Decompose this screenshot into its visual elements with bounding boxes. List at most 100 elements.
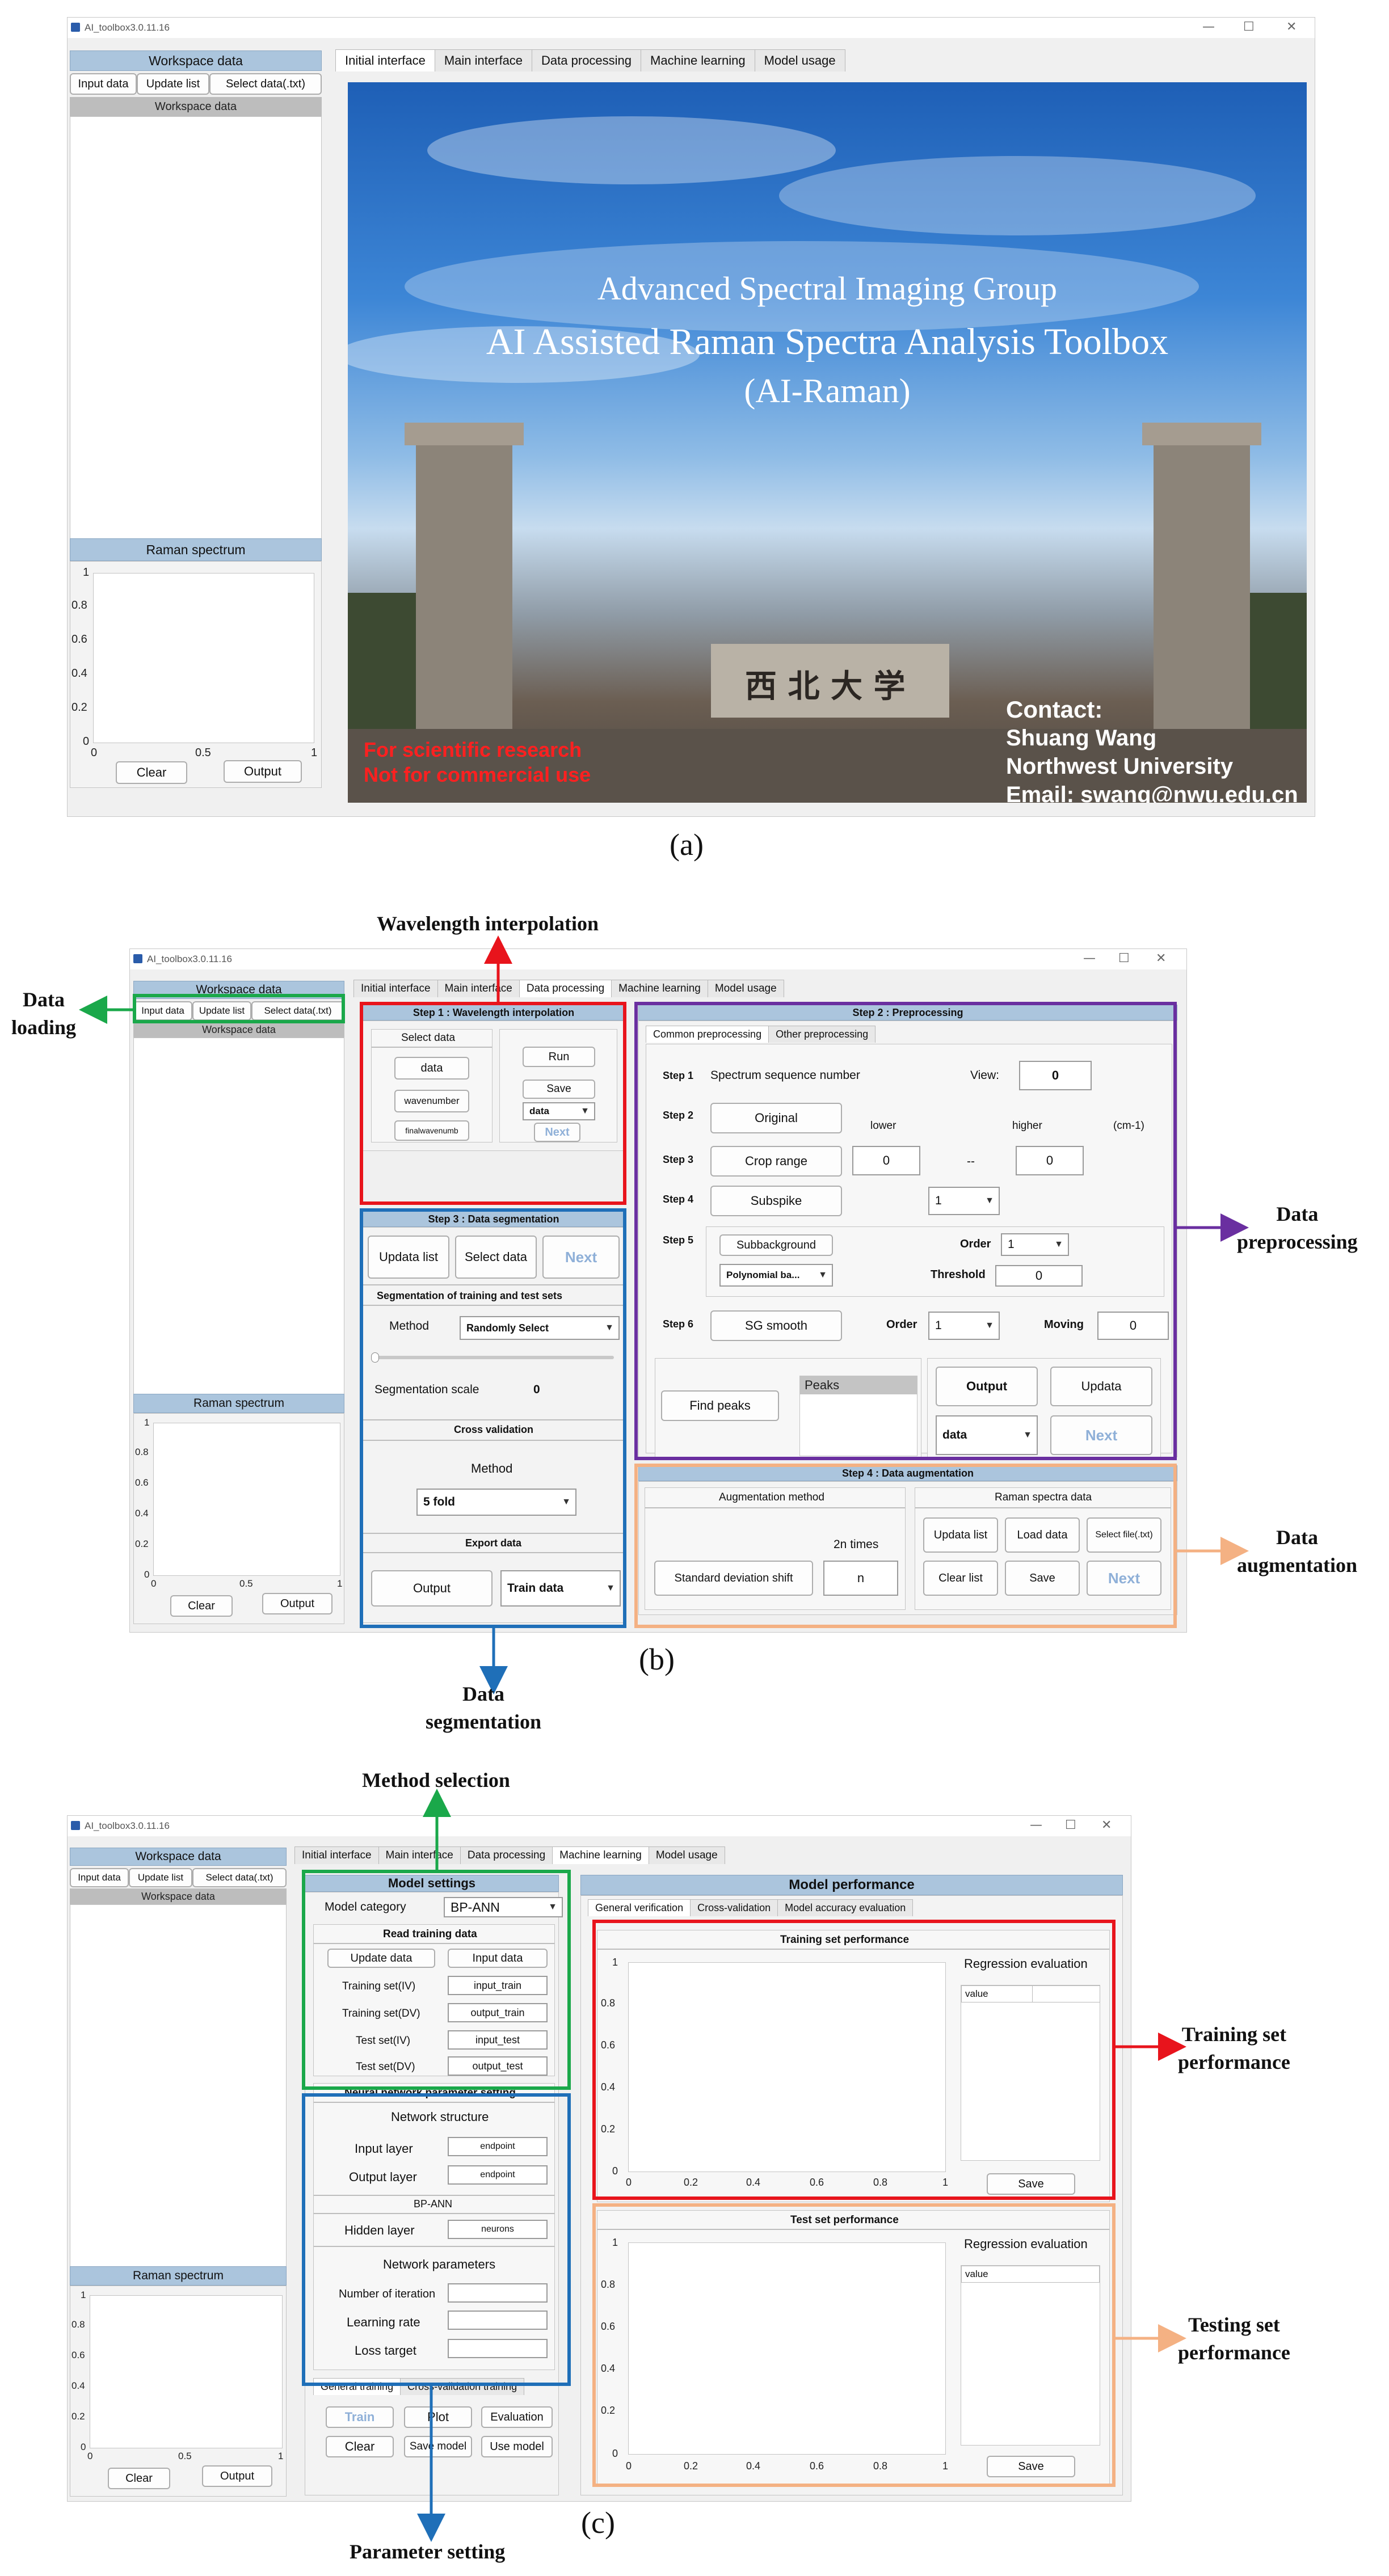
clear-button[interactable]: Clear: [326, 2436, 394, 2457]
tab-cross-validation[interactable]: Cross-validation: [690, 1899, 778, 1916]
save-button[interactable]: Save: [987, 2173, 1075, 2195]
maximize-icon[interactable]: ☐: [1243, 20, 1255, 34]
save-button[interactable]: Save: [523, 1080, 595, 1099]
workspace-list[interactable]: [70, 1904, 287, 2271]
output-button[interactable]: Output: [936, 1367, 1038, 1406]
close-icon[interactable]: ✕: [1286, 20, 1297, 34]
scale-slider[interactable]: [373, 1356, 614, 1359]
tab-model-usage[interactable]: Model usage: [754, 49, 845, 71]
crop-higher-input[interactable]: 0: [1016, 1146, 1084, 1175]
tab-model-usage[interactable]: Model usage: [648, 1846, 725, 1864]
tab-data-processing[interactable]: Data processing: [460, 1846, 553, 1864]
subbackground-button[interactable]: Subbackground: [719, 1234, 833, 1256]
tab-initial-interface[interactable]: Initial interface: [294, 1846, 379, 1864]
updata-button[interactable]: Updata: [1050, 1367, 1152, 1406]
hidden-layer-input[interactable]: neurons: [448, 2220, 548, 2239]
tab-cross-validation-training[interactable]: Cross-validation training: [400, 2378, 525, 2395]
tab-main-interface[interactable]: Main interface: [434, 49, 533, 71]
test-iv-input[interactable]: input_test: [448, 2030, 548, 2050]
subspike-dropdown[interactable]: 1▼: [928, 1187, 1000, 1215]
select-data-button[interactable]: Select data(.txt): [209, 73, 322, 95]
cv-fold-dropdown[interactable]: 5 fold▼: [416, 1489, 576, 1516]
slider-thumb[interactable]: [371, 1352, 379, 1363]
next-button[interactable]: Next: [1050, 1415, 1152, 1455]
n-input[interactable]: n: [823, 1561, 898, 1596]
clear-button[interactable]: Clear: [116, 761, 187, 784]
test-dv-input[interactable]: output_test: [448, 2056, 548, 2076]
moving-input[interactable]: 0: [1097, 1312, 1169, 1340]
original-button[interactable]: Original: [710, 1103, 842, 1133]
tab-machine-learning[interactable]: Machine learning: [641, 49, 755, 71]
output-layer-input[interactable]: endpoint: [448, 2165, 548, 2185]
save-button[interactable]: Save: [1005, 1561, 1080, 1596]
update-list-button[interactable]: Update list: [192, 1001, 251, 1021]
tab-data-processing[interactable]: Data processing: [532, 49, 642, 71]
input-data-button[interactable]: Input data: [70, 1868, 129, 1887]
find-peaks-button[interactable]: Find peaks: [661, 1390, 779, 1421]
learning-rate-input[interactable]: [448, 2311, 548, 2330]
output-button[interactable]: Output: [371, 1570, 493, 1607]
output-button[interactable]: Output: [224, 760, 302, 783]
output-data-dropdown[interactable]: data▼: [936, 1415, 1038, 1455]
save-button[interactable]: Save: [987, 2456, 1075, 2477]
plot-button[interactable]: Plot: [404, 2406, 472, 2428]
sg-smooth-button[interactable]: SG smooth: [710, 1310, 842, 1341]
tab-common-preprocessing[interactable]: Common preprocessing: [646, 1026, 769, 1043]
training-dv-input[interactable]: output_train: [448, 2003, 548, 2022]
select-data-button[interactable]: Select data: [455, 1236, 537, 1279]
final-wavenumber-button[interactable]: finalwavenumb: [394, 1120, 469, 1141]
next-button[interactable]: Next: [534, 1123, 580, 1142]
clear-button[interactable]: Clear: [170, 1595, 233, 1617]
select-data-button[interactable]: Select data(.txt): [192, 1868, 287, 1887]
method-dropdown[interactable]: Randomly Select▼: [460, 1316, 620, 1340]
minimize-icon[interactable]: —: [1030, 1818, 1042, 1832]
tab-machine-learning[interactable]: Machine learning: [552, 1846, 649, 1864]
export-dropdown[interactable]: Train data▼: [500, 1570, 621, 1607]
evaluation-button[interactable]: Evaluation: [481, 2406, 553, 2428]
output-button[interactable]: Output: [262, 1593, 332, 1614]
crop-range-button[interactable]: Crop range: [710, 1146, 842, 1177]
subspike-button[interactable]: Subspike: [710, 1186, 842, 1216]
tab-main-interface[interactable]: Main interface: [437, 980, 520, 997]
tab-initial-interface[interactable]: Initial interface: [335, 49, 435, 71]
peaks-list-item[interactable]: Peaks: [800, 1376, 917, 1394]
update-list-button[interactable]: Update list: [129, 1868, 192, 1887]
workspace-list[interactable]: [133, 1038, 344, 1397]
iteration-input[interactable]: [448, 2283, 548, 2303]
crop-lower-input[interactable]: 0: [852, 1146, 920, 1175]
order-dropdown[interactable]: 1▼: [1001, 1233, 1069, 1256]
peaks-list[interactable]: Peaks: [799, 1376, 917, 1456]
maximize-icon[interactable]: ☐: [1065, 1818, 1076, 1832]
std-shift-button[interactable]: Standard deviation shift: [654, 1561, 813, 1596]
next-button[interactable]: Next: [542, 1236, 620, 1279]
clear-button[interactable]: Clear: [108, 2468, 170, 2489]
training-iv-input[interactable]: input_train: [448, 1976, 548, 1995]
order6-dropdown[interactable]: 1▼: [928, 1312, 1000, 1340]
tab-model-usage[interactable]: Model usage: [707, 980, 784, 997]
close-icon[interactable]: ✕: [1101, 1818, 1112, 1832]
run-button[interactable]: Run: [523, 1047, 595, 1067]
view-input[interactable]: 0: [1019, 1061, 1092, 1090]
data-dropdown[interactable]: data▼: [523, 1102, 595, 1120]
next-button[interactable]: Next: [1087, 1561, 1161, 1596]
use-model-button[interactable]: Use model: [481, 2436, 553, 2457]
select-data-button[interactable]: Select data(.txt): [251, 1001, 344, 1021]
save-model-button[interactable]: Save model: [404, 2436, 472, 2457]
tab-main-interface[interactable]: Main interface: [378, 1846, 461, 1864]
update-list-button[interactable]: Updata list: [368, 1236, 449, 1279]
tab-initial-interface[interactable]: Initial interface: [353, 980, 438, 997]
model-category-dropdown[interactable]: BP-ANN▼: [444, 1897, 563, 1917]
maximize-icon[interactable]: ☐: [1118, 951, 1130, 966]
workspace-list[interactable]: [70, 116, 322, 553]
polynomial-dropdown[interactable]: Polynomial ba...▼: [719, 1264, 833, 1287]
tab-data-processing[interactable]: Data processing: [519, 980, 612, 997]
input-data-button[interactable]: Input data: [133, 1001, 192, 1021]
train-button[interactable]: Train: [326, 2406, 394, 2428]
clear-list-button[interactable]: Clear list: [923, 1561, 998, 1596]
minimize-icon[interactable]: —: [1202, 20, 1215, 34]
wavenumber-button[interactable]: wavenumber: [394, 1090, 469, 1112]
minimize-icon[interactable]: —: [1083, 951, 1096, 966]
tab-machine-learning[interactable]: Machine learning: [611, 980, 708, 997]
input-data-button[interactable]: Input data: [448, 1949, 548, 1968]
select-file-button[interactable]: Select file(.txt): [1087, 1517, 1161, 1553]
